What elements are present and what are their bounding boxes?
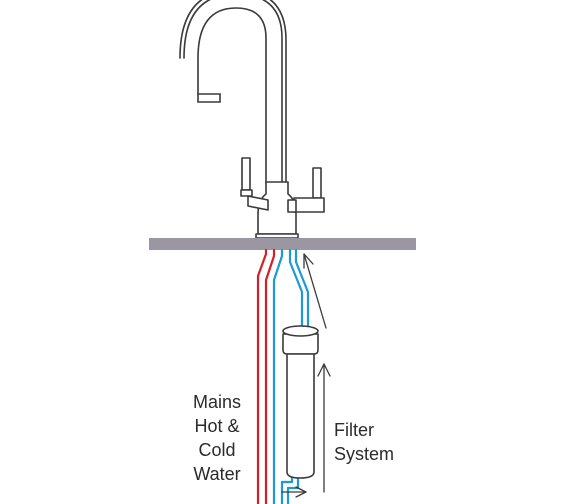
tap-spout bbox=[179, 0, 287, 185]
flow-arrows bbox=[281, 253, 331, 498]
filter-cartridge bbox=[282, 333, 319, 479]
mains-water-label: Mains Hot & Cold Water bbox=[182, 390, 252, 486]
mains-label-line-4: Water bbox=[193, 464, 241, 484]
right-lever-handle bbox=[287, 167, 325, 213]
spout-tip bbox=[197, 93, 221, 103]
mains-label-line-1: Mains bbox=[192, 392, 241, 412]
filter-system-label: Filter System bbox=[334, 418, 394, 466]
hot-water-pipe bbox=[256, 248, 276, 504]
mains-label-line-2: Hot & bbox=[194, 416, 240, 436]
mains-label-line-3: Cold bbox=[198, 440, 236, 460]
countertop bbox=[149, 238, 416, 250]
filter-label-line-2: System bbox=[334, 444, 395, 464]
filter-label-line-1: Filter bbox=[334, 420, 374, 440]
filter-cap-top bbox=[282, 325, 319, 337]
left-lever-handle bbox=[240, 157, 269, 211]
